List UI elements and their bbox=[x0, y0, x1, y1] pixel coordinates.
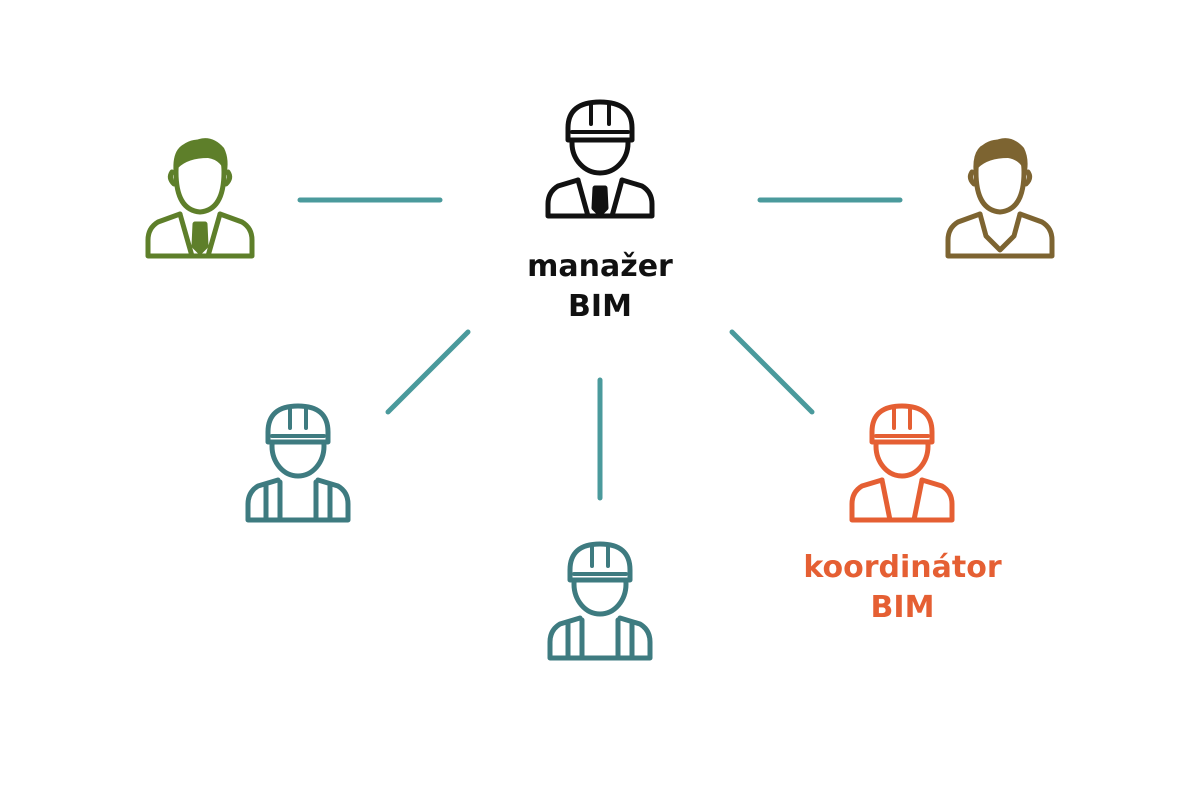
hard-hat-worker-icon bbox=[849, 403, 955, 523]
coordinator-label: koordinátor BIM bbox=[770, 548, 1035, 628]
connector-lines bbox=[297, 197, 903, 501]
coordinator-label-line-1: koordinátor bbox=[803, 550, 1002, 585]
hard-hat-worker-icon bbox=[245, 403, 351, 523]
manager-label: manažer BIM bbox=[500, 247, 700, 327]
connector-worker-left bbox=[385, 329, 471, 415]
manager-label-line-2: BIM bbox=[568, 289, 632, 324]
hard-hat-person-with-tie-icon bbox=[545, 99, 655, 219]
person-with-tie-icon bbox=[145, 138, 255, 259]
hard-hat-worker-icon bbox=[547, 541, 653, 661]
person-with-collar-icon bbox=[945, 138, 1055, 259]
connector-coordinator bbox=[729, 329, 815, 415]
manager-label-line-1: manažer bbox=[527, 249, 673, 284]
coordinator-label-line-2: BIM bbox=[870, 590, 935, 625]
